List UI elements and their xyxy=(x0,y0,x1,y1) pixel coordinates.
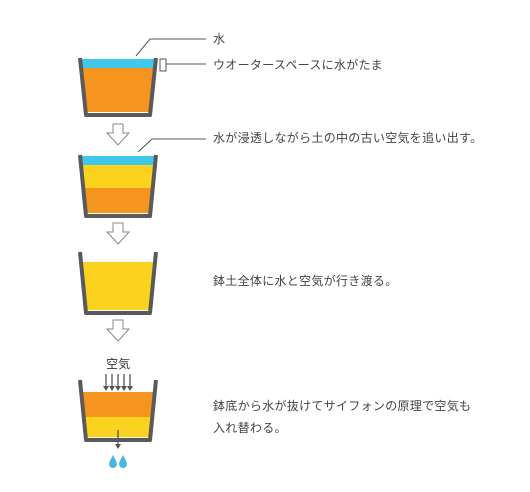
water-drops xyxy=(109,455,127,468)
pot-1 xyxy=(78,57,158,117)
pot-2 xyxy=(78,154,158,218)
leader-water xyxy=(135,38,206,57)
water-drop-1 xyxy=(109,455,117,468)
pot-1-water xyxy=(80,59,156,68)
leader-step2 xyxy=(137,138,206,153)
pot-2-soil-orange xyxy=(83,188,153,213)
label-air: 空気 xyxy=(106,357,131,371)
pot-2-soil-yellow xyxy=(81,165,155,188)
drain-arrow xyxy=(115,430,121,449)
pot-3-soil xyxy=(81,262,155,310)
pot-2-water xyxy=(80,156,156,165)
pot-3-outline xyxy=(78,251,158,315)
water-drop-2 xyxy=(119,455,127,468)
air-arrows xyxy=(103,374,133,391)
label-step4-line2: 入れ替わる。 xyxy=(213,421,287,435)
pot-2-outline xyxy=(78,154,158,218)
pot-1-outline xyxy=(78,57,158,117)
leader-lines xyxy=(135,38,206,153)
pot-4-soil-yellow xyxy=(84,417,152,437)
label-step4-line1: 鉢底から水が抜けてサイフォンの原理で空気も xyxy=(213,399,472,413)
label-water-space: ウオータースペースに水がたま xyxy=(213,58,383,72)
pot-4 xyxy=(78,379,158,442)
leader-water-space xyxy=(159,58,206,72)
label-step2: 水が浸透しながら土の中の古い空気を追い出す。 xyxy=(213,131,483,145)
down-arrow-2 xyxy=(105,222,131,245)
label-step3: 鉢土全体に水と空気が行き渡る。 xyxy=(213,274,398,288)
down-arrow-1 xyxy=(105,123,131,146)
label-water: 水 xyxy=(213,32,226,46)
pot-4-soil-orange xyxy=(82,392,154,417)
pot-1-soil xyxy=(81,68,155,112)
down-arrow-3 xyxy=(105,319,131,342)
pot-3 xyxy=(78,251,158,315)
